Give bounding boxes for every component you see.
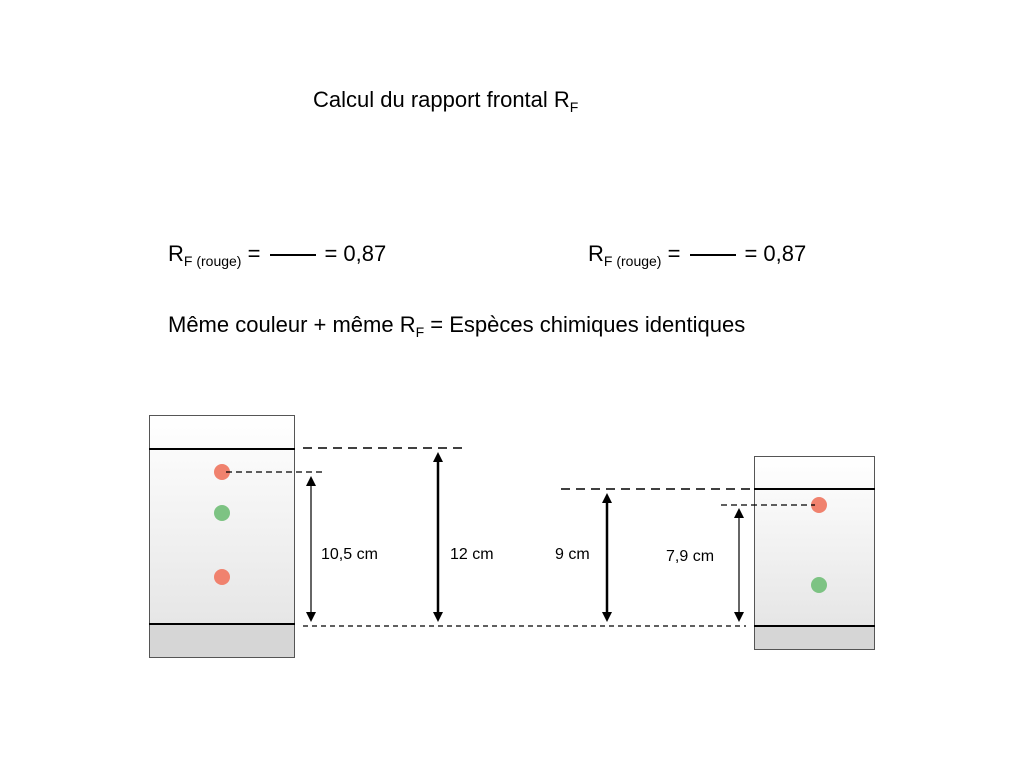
- conclusion-post: = Espèces chimiques identiques: [430, 312, 746, 337]
- formula-left: RF (rouge) = = 0,87: [168, 241, 387, 269]
- conclusion-subscript: F: [415, 324, 425, 340]
- formula-left-fraction-bar: [270, 254, 317, 257]
- page-title: Calcul du rapport frontal RF: [313, 87, 579, 115]
- formula-right-equals: =: [667, 241, 681, 266]
- right-front-distance-label: 9 cm: [555, 546, 590, 563]
- left-plate: [149, 415, 295, 658]
- left-red-spot-bottom: [214, 569, 230, 585]
- left-plate-body: [149, 415, 295, 658]
- formula-right-r: R: [588, 241, 604, 266]
- left-green-spot: [214, 505, 230, 521]
- formula-left-r: R: [168, 241, 184, 266]
- title-text: Calcul du rapport frontal R: [313, 87, 570, 112]
- right-spot-distance-label: 7,9 cm: [666, 548, 714, 565]
- left-front-distance-label: 12 cm: [450, 546, 494, 563]
- formula-left-subscript: F (rouge): [183, 253, 242, 269]
- formula-right-result: = 0,87: [744, 241, 807, 266]
- right-plate-immersed-zone: [755, 626, 874, 649]
- right-plate: [754, 456, 875, 650]
- formula-right-subscript: F (rouge): [603, 253, 662, 269]
- formula-left-result: = 0,87: [324, 241, 387, 266]
- conclusion-pre: Même couleur + même R: [168, 312, 416, 337]
- right-plate-body: [754, 456, 875, 650]
- formula-left-equals: =: [247, 241, 261, 266]
- right-red-spot: [811, 497, 827, 513]
- formula-right: RF (rouge) = = 0,87: [588, 241, 807, 269]
- left-plate-immersed-zone: [150, 624, 294, 657]
- conclusion-text: Même couleur + même RF = Espèces chimiqu…: [168, 312, 746, 340]
- left-red-spot-top: [214, 464, 230, 480]
- formula-right-fraction-bar: [690, 254, 737, 257]
- title-subscript: F: [569, 99, 579, 115]
- left-spot-distance-label: 10,5 cm: [321, 546, 378, 563]
- right-green-spot: [811, 577, 827, 593]
